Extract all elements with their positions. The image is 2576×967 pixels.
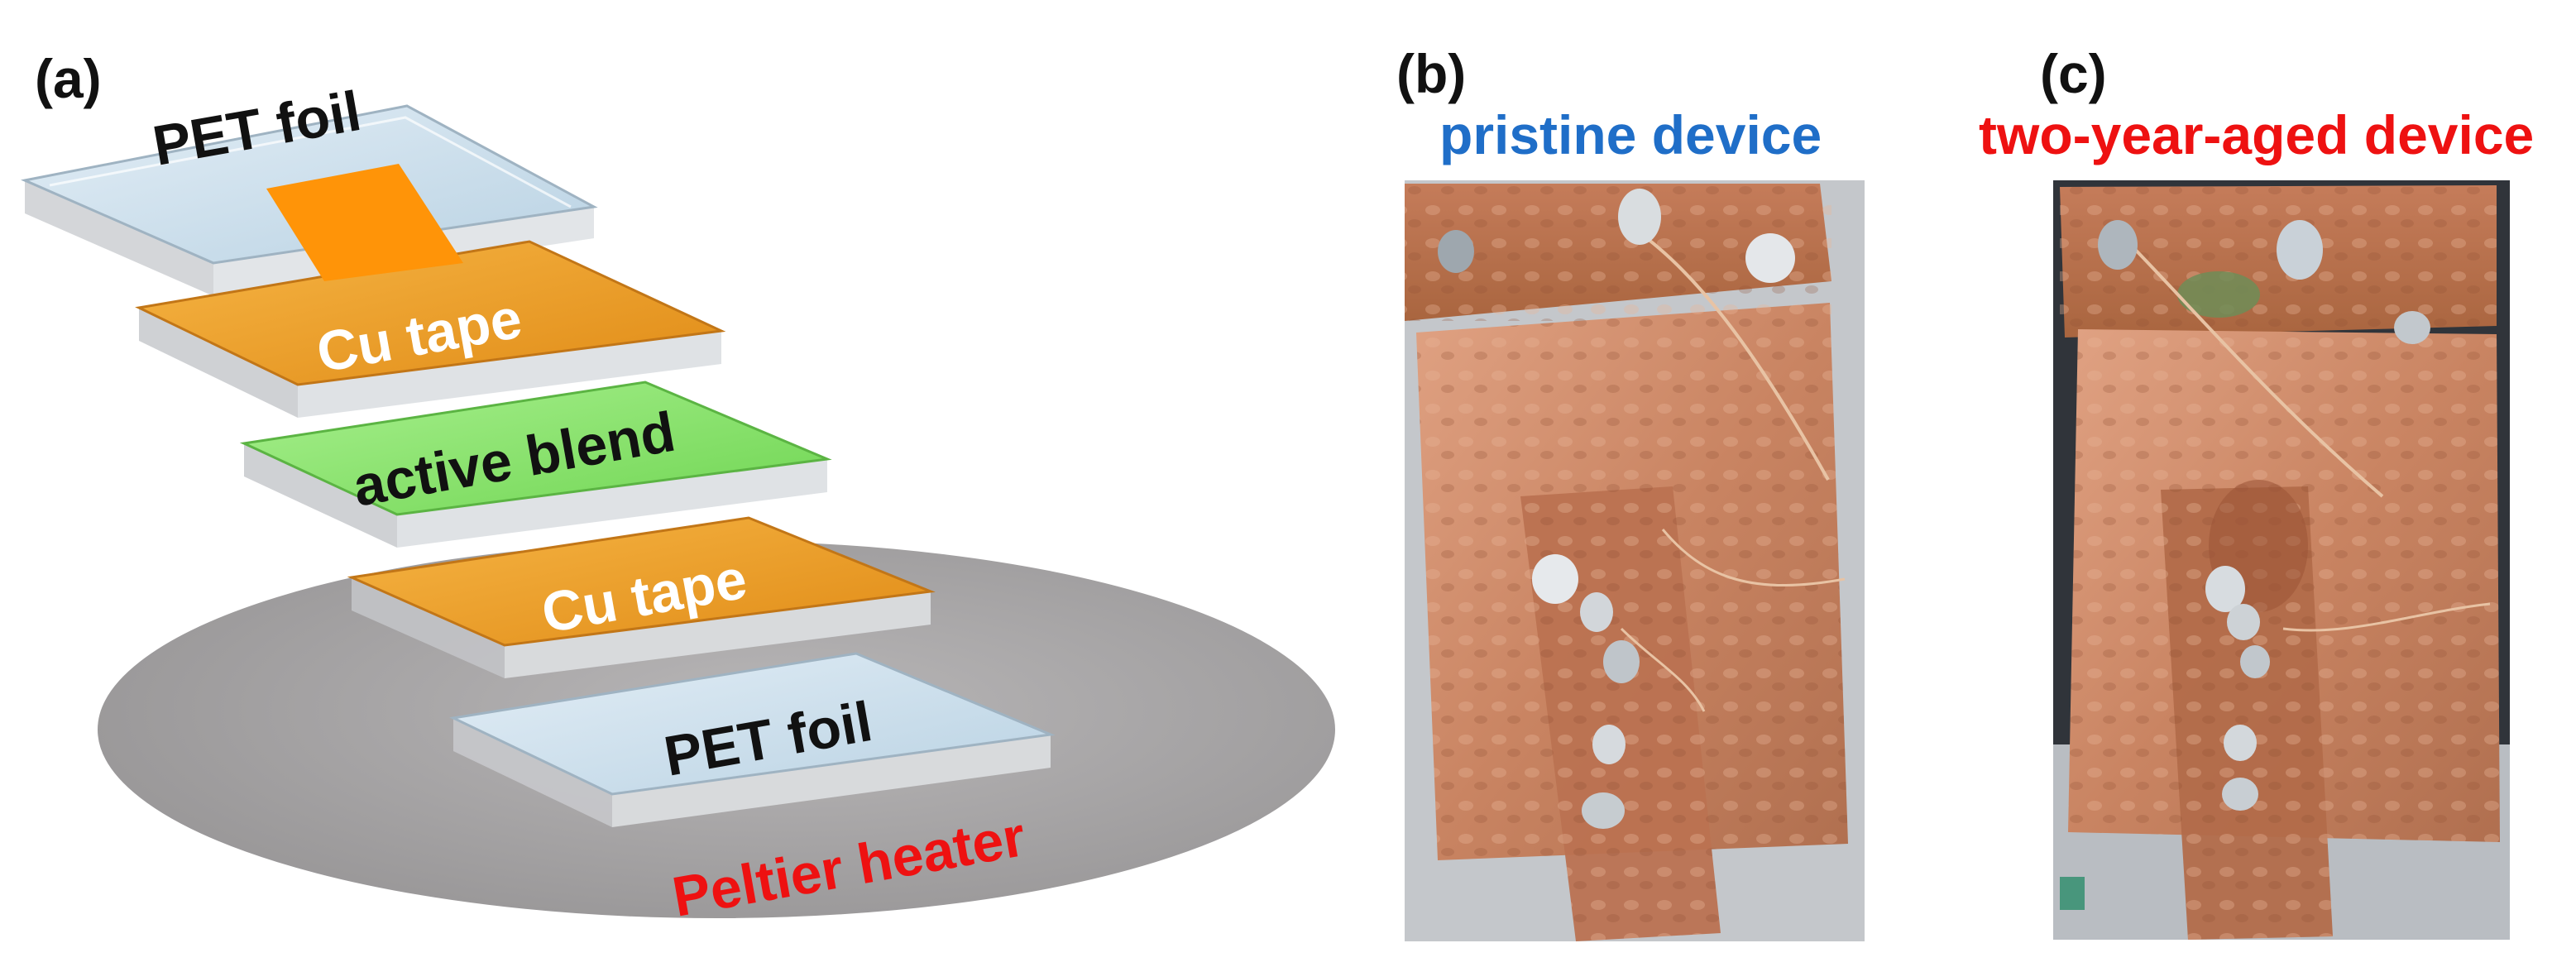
- panel-b: (b) pristine device: [1396, 43, 1865, 941]
- active-blend-surface: [239, 381, 832, 516]
- layer-active-blend: active blend: [239, 381, 832, 548]
- aged-device-title: two-year-aged device: [1979, 104, 2534, 165]
- cu-connector-strip: [266, 164, 463, 281]
- panel-a-label: (a): [35, 48, 102, 109]
- pristine-device-photo: [1405, 180, 1865, 941]
- bottom-cu-tape-surface: [347, 516, 936, 647]
- panel-c-label: (c): [2040, 43, 2107, 104]
- layer-bottom-pet-foil: PET foil: [449, 652, 1056, 827]
- pristine-device-title: pristine device: [1439, 104, 1822, 165]
- panel-b-label: (b): [1396, 43, 1466, 104]
- bottom-pet-foil-surface: [449, 652, 1056, 796]
- panel-a: (a) PET foil Cu tape active blen: [21, 48, 1345, 929]
- panel-c: (c) two-year-aged device: [1979, 43, 2534, 940]
- layer-bottom-cu-tape: Cu tape: [347, 516, 936, 678]
- aged-device-photo: [2053, 180, 2510, 940]
